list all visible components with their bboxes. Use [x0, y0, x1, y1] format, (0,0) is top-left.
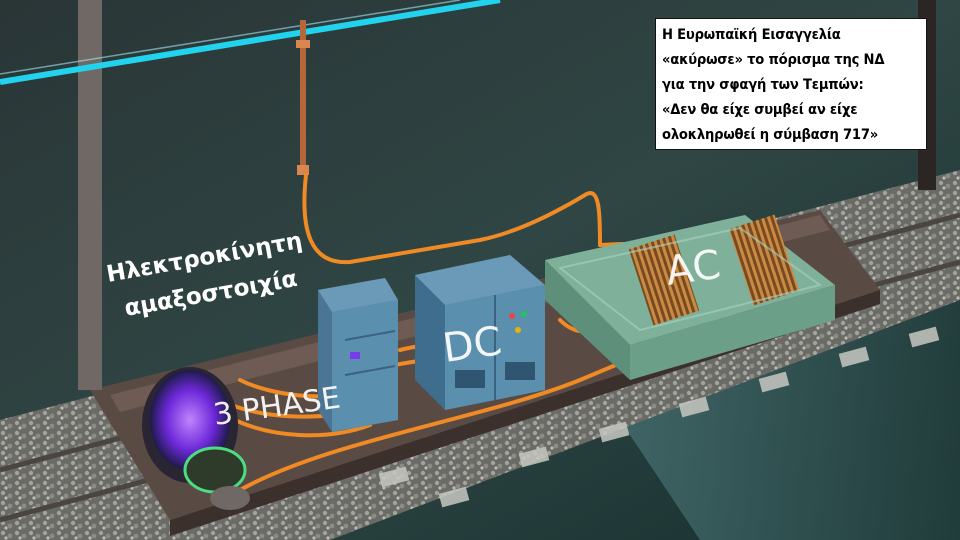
headline-line-3: για την σφαγή των Τεμπών:	[662, 76, 864, 93]
label-ac: AC	[663, 242, 723, 295]
headline-line-1: Η Ευρωπαϊκή Εισαγγελία	[662, 26, 841, 43]
traction-motor	[142, 367, 250, 510]
dc-cabinet	[415, 255, 545, 410]
inverter-cabinet	[318, 278, 398, 432]
headline-box: Η Ευρωπαϊκή Εισαγγελία «ακύρωσε» το πόρι…	[655, 18, 927, 150]
ac-transformer	[545, 214, 835, 380]
sleepers	[298, 326, 940, 508]
overhead-contact-wire	[0, 0, 501, 85]
label-dc: DC	[440, 318, 505, 372]
headline-line-4: «Δεν θα είχε συμβεί αν είχε	[662, 101, 858, 118]
pantograph-rod	[300, 20, 306, 175]
headline-line-2: «ακύρωσε» το πόρισμα της ΝΔ	[662, 51, 885, 68]
headline-line-5: ολοκληρωθεί η σύμβαση 717»	[662, 126, 879, 143]
